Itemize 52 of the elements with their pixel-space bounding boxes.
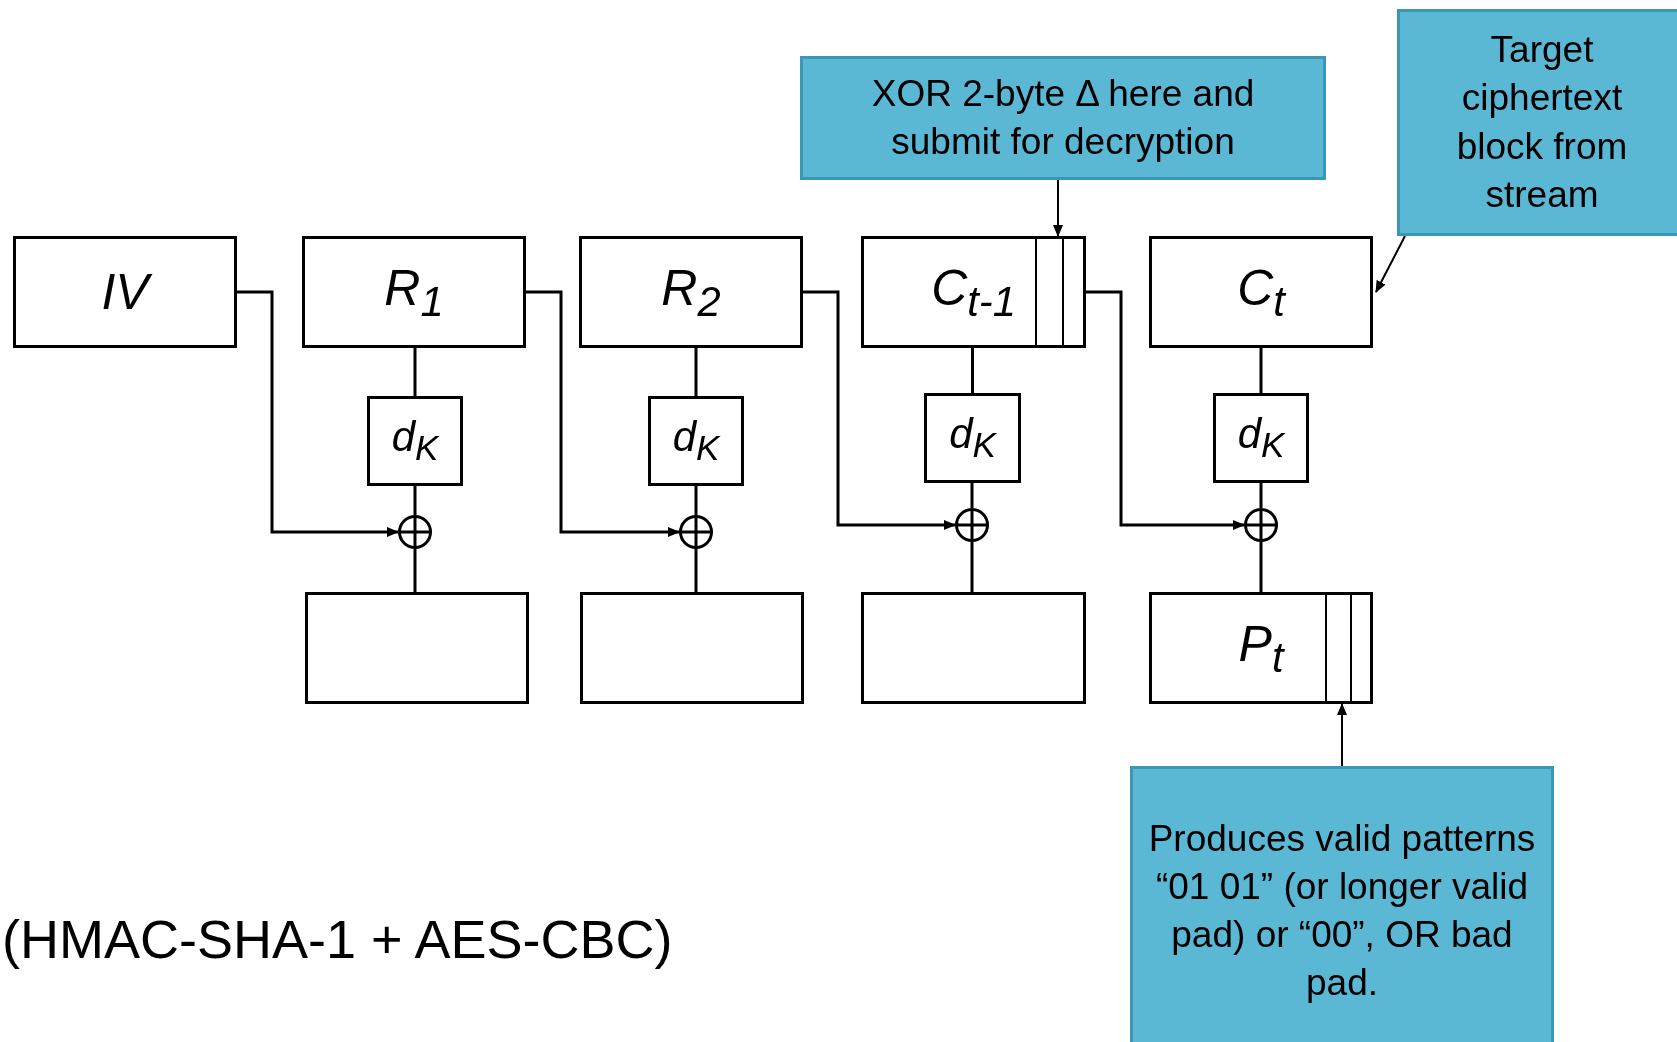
arrow	[1053, 179, 1063, 237]
connector-line	[1259, 348, 1263, 393]
block-label: P$_{t}$	[1238, 614, 1284, 682]
block-label: d$_{K}$	[949, 410, 996, 466]
block-label: R$_{2}$	[661, 258, 721, 326]
connector-line	[413, 486, 417, 515]
callout-text: Produces valid patterns “01 01” (or longer valid pad) or “00”, OR bad pad.	[1147, 816, 1537, 1006]
arrow	[803, 290, 956, 530]
arrow	[1086, 290, 1245, 530]
scheme-caption: (HMAC-SHA-1 + AES-CBC)	[2, 908, 673, 970]
block	[305, 592, 529, 704]
callout-box	[1397, 9, 1677, 236]
connector-line	[1259, 483, 1263, 508]
block	[580, 592, 804, 704]
block	[861, 592, 1086, 704]
block	[302, 236, 526, 348]
callout-text: XOR 2-byte Δ here and submit for decryption	[870, 71, 1256, 164]
xor-symbol	[398, 515, 432, 549]
decryption-box	[1213, 393, 1309, 483]
block-label: C$_{t-1}$	[931, 258, 1016, 326]
arrow	[1337, 703, 1347, 767]
decryption-box	[648, 396, 744, 486]
connector-line	[694, 549, 698, 592]
connector-line	[970, 483, 974, 508]
callout-box	[800, 56, 1326, 180]
connector-line	[694, 348, 698, 396]
connector-line	[1259, 542, 1263, 592]
callout-text: Target ciphertext block from stream	[1455, 28, 1629, 217]
connector-line	[694, 486, 698, 515]
connector-line	[413, 348, 417, 396]
block-label: d$_{K}$	[672, 413, 720, 469]
xor-symbol	[955, 508, 989, 542]
block	[861, 236, 1086, 348]
block	[1149, 236, 1373, 348]
block	[13, 236, 237, 348]
xor-symbol	[1244, 508, 1278, 542]
decryption-box	[924, 393, 1021, 483]
arrow	[1375, 235, 1406, 293]
block-label: C$_{t}$	[1237, 258, 1285, 326]
callout-box	[1130, 766, 1554, 1042]
block-label: d$_{K}$	[1237, 410, 1285, 466]
arrow	[526, 290, 680, 537]
connector-line	[971, 348, 974, 393]
connector-line	[413, 549, 417, 592]
block-label: d$_{K}$	[391, 413, 439, 469]
block	[1149, 592, 1373, 704]
decryption-box	[367, 396, 463, 486]
block-label: R$_{1}$	[384, 258, 444, 326]
connector-line	[970, 542, 974, 592]
xor-symbol	[679, 515, 713, 549]
arrow	[237, 290, 399, 537]
block	[579, 236, 803, 348]
